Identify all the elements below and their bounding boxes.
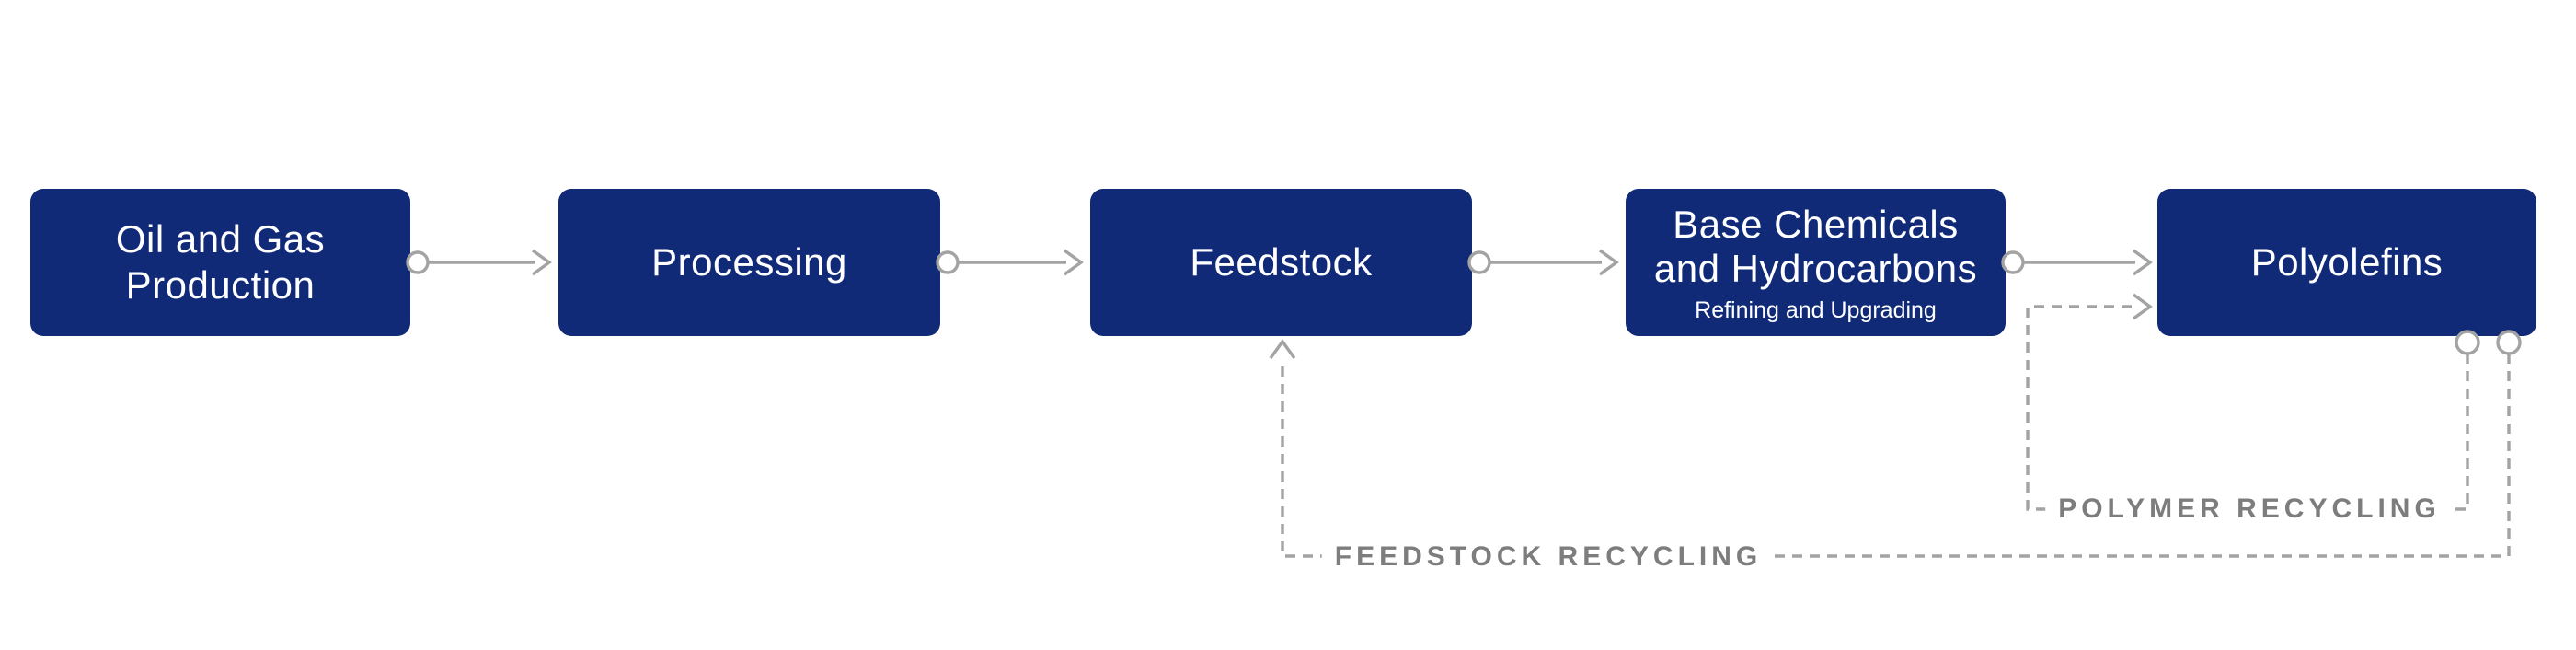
node-oil-and-gas-production: Oil and Gas Production bbox=[30, 189, 410, 336]
node-label: Oil and Gas Production bbox=[115, 217, 326, 307]
node-label: Processing bbox=[651, 240, 847, 284]
node-label: Feedstock bbox=[1190, 240, 1373, 284]
flow-arrow-oil-to-processing bbox=[406, 249, 552, 276]
feedstock-recycling-label: FEEDSTOCK RECYCLING bbox=[1321, 541, 1776, 573]
flow-arrow-basechemicals-to-polyolefins bbox=[2001, 249, 2153, 276]
flow-arrow-processing-to-feedstock bbox=[936, 249, 1084, 276]
polymer-recycling-label: POLYMER RECYCLING bbox=[2045, 493, 2454, 525]
node-base-chemicals-and-hydrocarbons: Base Chemicals and Hydrocarbons Refining… bbox=[1626, 189, 2006, 336]
node-processing: Processing bbox=[558, 189, 940, 336]
node-label: Polyolefins bbox=[2250, 240, 2444, 284]
node-polyolefins: Polyolefins bbox=[2157, 189, 2536, 336]
node-label: Base Chemicals and Hydrocarbons bbox=[1653, 202, 1978, 290]
flow-arrow-feedstock-to-basechemicals bbox=[1467, 249, 1619, 276]
node-feedstock: Feedstock bbox=[1090, 189, 1472, 336]
node-sublabel: Refining and Upgrading bbox=[1695, 296, 1937, 323]
